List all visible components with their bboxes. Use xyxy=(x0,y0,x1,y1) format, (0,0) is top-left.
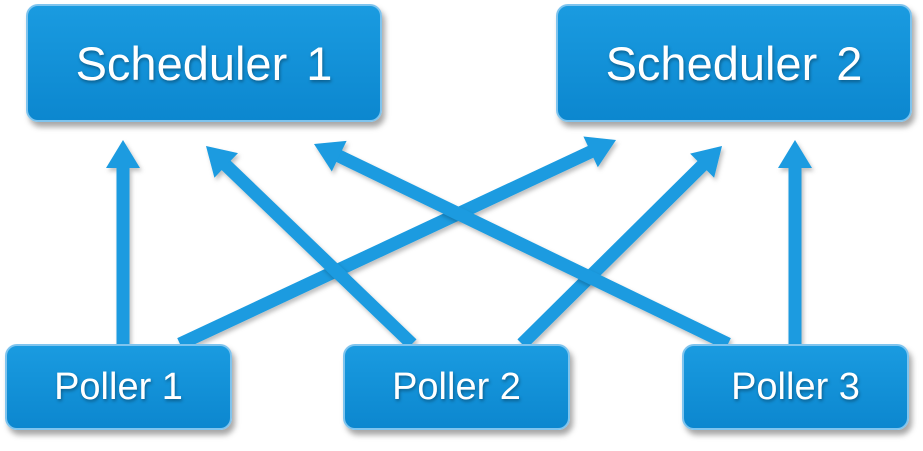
poller-1-label: Poller 1 xyxy=(54,365,183,408)
arrow-shaft xyxy=(177,145,596,350)
arrow-p1-to-s2 xyxy=(177,136,616,350)
arrow-p2-to-s1 xyxy=(206,146,417,349)
poller-3-box: Poller 3 xyxy=(682,344,909,430)
scheduler-2-box: Scheduler 2 xyxy=(556,4,912,122)
arrow-shaft xyxy=(220,159,417,349)
poller-3-label: Poller 3 xyxy=(731,365,860,408)
arrow-p3-to-s2 xyxy=(778,140,812,344)
scheduler-2-label: Scheduler 2 xyxy=(605,36,863,90)
scheduler-1-label: Scheduler 1 xyxy=(75,36,333,90)
poller-1-box: Poller 1 xyxy=(5,344,232,430)
arrow-p3-to-s1 xyxy=(314,140,731,350)
arrow-head xyxy=(690,146,722,178)
arrow-shaft xyxy=(334,149,731,350)
arrow-head xyxy=(106,140,140,168)
arrow-head xyxy=(314,140,347,172)
arrow-head xyxy=(778,140,812,168)
poller-2-box: Poller 2 xyxy=(343,344,570,430)
scheduler-1-box: Scheduler 1 xyxy=(26,4,382,122)
arrow-shaft xyxy=(517,159,709,349)
arrow-p2-to-s2 xyxy=(517,146,722,349)
arrow-head xyxy=(206,146,238,178)
poller-2-label: Poller 2 xyxy=(392,365,521,408)
arrow-p1-to-s1 xyxy=(106,140,140,344)
arrow-head xyxy=(583,136,616,168)
